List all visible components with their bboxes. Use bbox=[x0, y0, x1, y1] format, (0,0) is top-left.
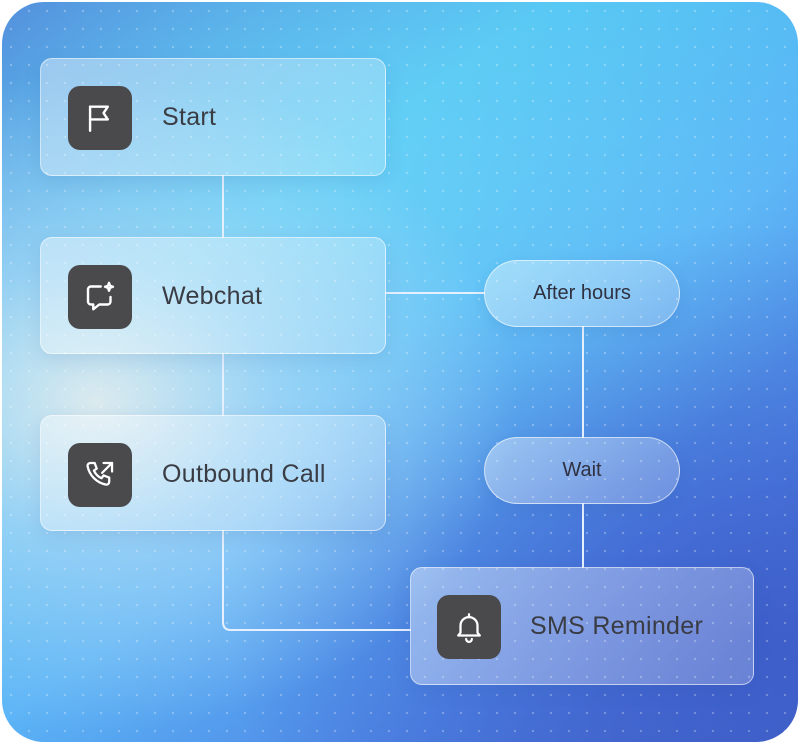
bell-icon bbox=[437, 595, 501, 659]
node-sms-reminder-label: SMS Reminder bbox=[530, 612, 704, 640]
node-start[interactable]: Start bbox=[40, 58, 386, 176]
node-webchat[interactable]: Webchat bbox=[40, 237, 386, 354]
branch-wait[interactable]: Wait bbox=[484, 437, 680, 504]
node-outbound-call-label: Outbound Call bbox=[162, 460, 326, 488]
chat-sparkle-icon bbox=[68, 265, 132, 329]
connector-outbound-sms bbox=[222, 530, 411, 631]
flag-icon bbox=[68, 86, 132, 150]
node-webchat-label: Webchat bbox=[162, 282, 263, 310]
branch-after-hours[interactable]: After hours bbox=[484, 260, 680, 327]
node-start-label: Start bbox=[162, 103, 217, 131]
phone-outgoing-icon bbox=[68, 443, 132, 507]
node-outbound-call[interactable]: Outbound Call bbox=[40, 415, 386, 531]
node-sms-reminder[interactable]: SMS Reminder bbox=[410, 567, 754, 685]
